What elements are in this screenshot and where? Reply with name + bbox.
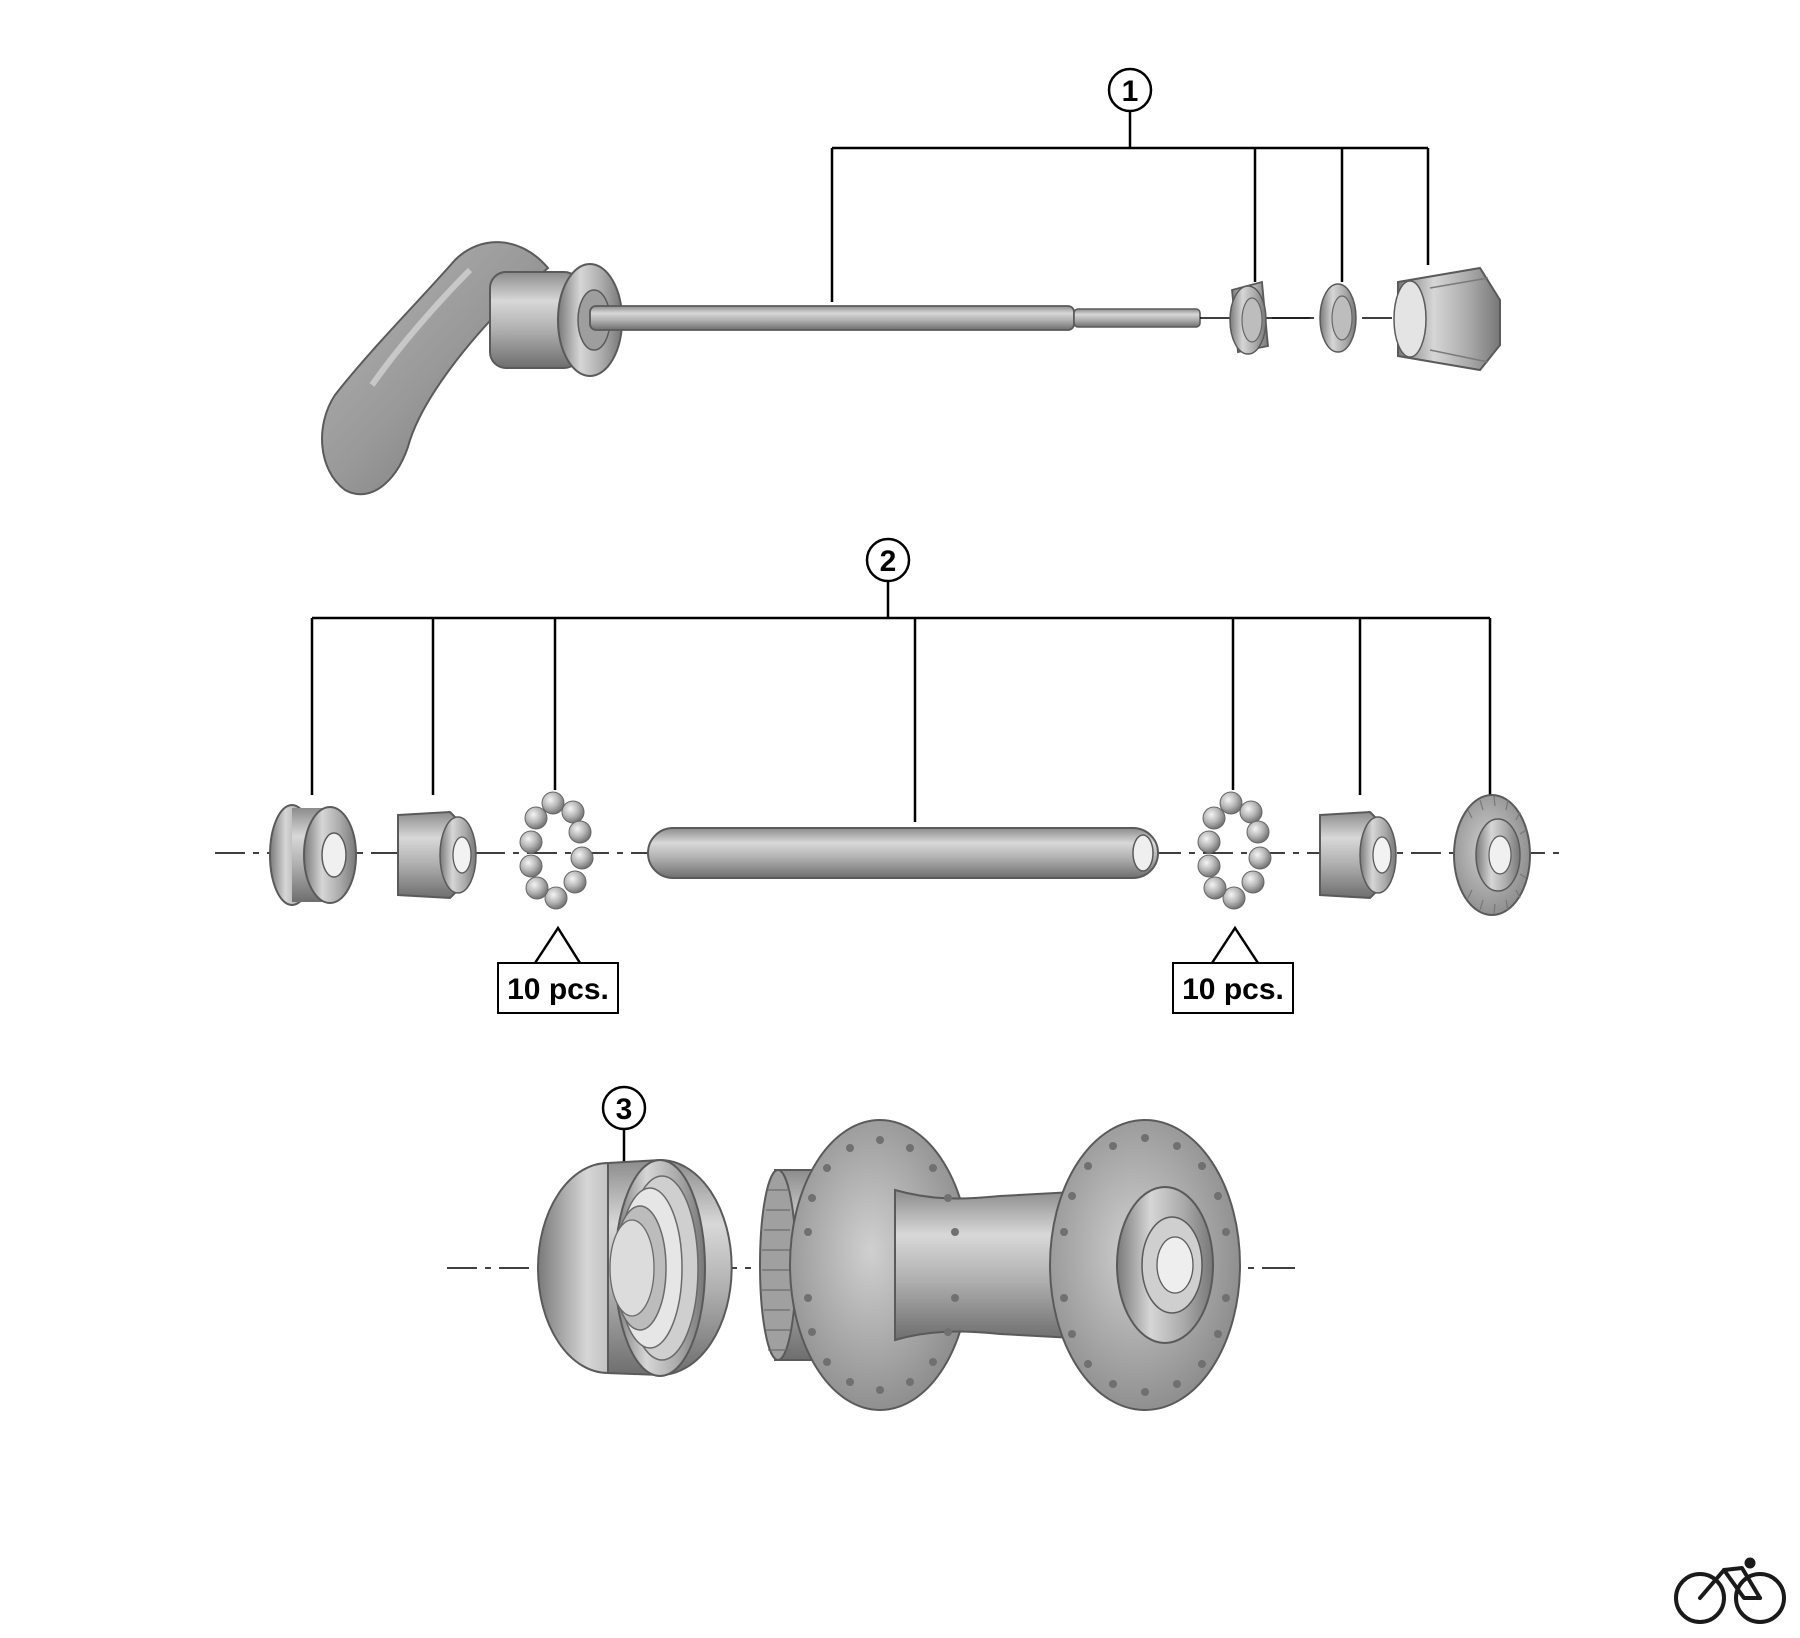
callout-1: 1	[1107, 67, 1153, 113]
group-3-hub-body: 3	[447, 1085, 1295, 1411]
quantity-label-right: 10 pcs.	[1172, 925, 1294, 1014]
callout-3: 3	[601, 1085, 647, 1162]
callout-3-number: 3	[616, 1093, 633, 1126]
quantity-text-right: 10 pcs.	[1182, 973, 1284, 1006]
quick-release-skewer-icon	[321, 241, 1501, 496]
bearing-balls-left	[519, 791, 594, 910]
bearing-balls-right	[1197, 791, 1272, 910]
group-1-quick-release: 1	[321, 67, 1501, 496]
quantity-label-left: 10 pcs.	[497, 925, 619, 1014]
callout-2-number: 2	[880, 545, 897, 578]
group-2-hub-axle: 2	[215, 537, 1560, 1014]
dust-cap-icon	[537, 1158, 733, 1377]
leader-lines-1	[830, 110, 1430, 302]
quantity-text-left: 10 pcs.	[507, 973, 609, 1006]
callout-2: 2	[865, 537, 911, 583]
hub-axle-icon	[215, 791, 1560, 916]
callout-1-number: 1	[1122, 75, 1139, 108]
leader-lines-2	[310, 580, 1492, 822]
hub-body-icon	[759, 1119, 1241, 1411]
bicycle-icon	[1674, 1557, 1786, 1624]
